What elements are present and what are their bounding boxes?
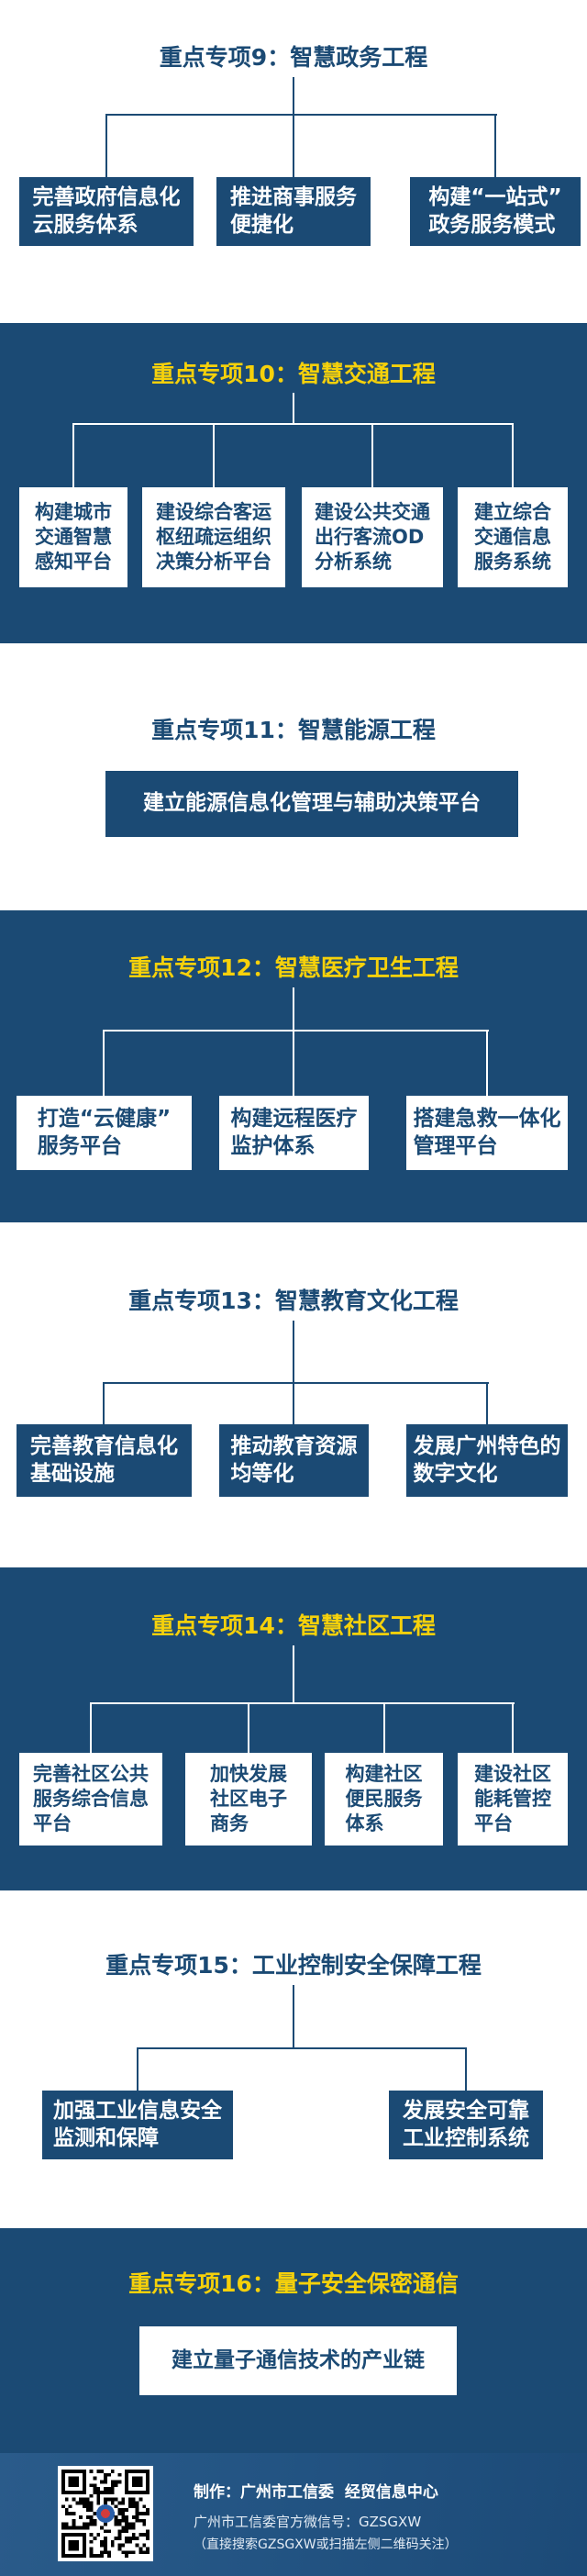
initiative-box: 发展广州特色的 数字文化 [406, 1424, 568, 1497]
initiative-box: 建设综合客运 枢纽疏运组织 决策分析平台 [142, 487, 285, 587]
connector-line [103, 1382, 489, 1384]
connector-line [137, 2047, 467, 2049]
initiative-box: 构建远程医疗 监护体系 [219, 1096, 369, 1170]
section-title: 重点专项13：智慧教育文化工程 [128, 1288, 459, 1314]
qr-code-frame [58, 2466, 153, 2561]
initiative-box: 建立能源信息化管理与辅助决策平台 [105, 771, 518, 837]
initiative-box: 构建“一站式” 政务服务模式 [410, 177, 581, 246]
connector-line [512, 1702, 514, 1753]
connector-line [90, 1702, 92, 1753]
connector-line [103, 1030, 489, 1032]
initiative-label: 完善教育信息化 基础设施 [30, 1434, 178, 1486]
section-title: 重点专项15：工业控制安全保障工程 [105, 1952, 482, 1979]
section-title: 重点专项10：智慧交通工程 [151, 361, 436, 387]
initiative-label: 搭建急救一体化 管理平台 [413, 1107, 561, 1158]
initiative-label: 推动教育资源 均等化 [230, 1434, 358, 1486]
producer-credit: 制作：广州市工信委 经贸信息中心 [194, 2483, 438, 2502]
connector-line [72, 423, 74, 487]
connector-line [293, 77, 294, 177]
connector-line [371, 423, 373, 487]
initiative-label: 建立能源信息化管理与辅助决策平台 [143, 791, 481, 816]
initiative-label: 发展广州特色的 数字文化 [413, 1434, 561, 1486]
initiative-box: 加强工业信息安全 监测和保障 [42, 2091, 233, 2159]
connector-line [494, 114, 496, 177]
connector-line [486, 1030, 488, 1096]
initiative-box: 打造“云健康” 服务平台 [17, 1096, 192, 1170]
initiative-box: 推进商事服务 便捷化 [216, 177, 371, 246]
wechat-account: 广州市工信委官方微信号：GZSGXW [194, 2514, 422, 2530]
connector-line [105, 114, 497, 116]
initiative-label: 构建远程医疗 监护体系 [230, 1107, 358, 1158]
initiative-label: 构建“一站式” 政务服务模式 [428, 185, 562, 237]
section-smart-community: 重点专项14：智慧社区工程 完善社区公共 服务综合信息 平台 加快发展 社区电子… [0, 1567, 587, 1890]
initiative-label: 构建城市 交通智慧 感知平台 [35, 501, 112, 573]
connector-line [213, 423, 215, 487]
connector-line [486, 1382, 488, 1424]
initiative-box: 推动教育资源 均等化 [219, 1424, 369, 1497]
connector-line [72, 423, 514, 425]
section-smart-education: 重点专项13：智慧教育文化工程 完善教育信息化 基础设施 推动教育资源 均等化 … [0, 1222, 587, 1567]
connector-line [512, 423, 514, 487]
initiative-box: 加快发展 社区电子 商务 [185, 1753, 312, 1846]
initiative-label: 完善政府信息化 云服务体系 [32, 185, 181, 237]
section-smart-transport: 重点专项10：智慧交通工程 构建城市 交通智慧 感知平台 建设综合客运 枢纽疏运… [0, 323, 587, 643]
follow-hint: （直接搜索GZSGXW或扫描左侧二维码关注） [194, 2537, 458, 2552]
initiative-label: 建设社区 能耗管控 平台 [474, 1763, 551, 1834]
connector-line [293, 987, 294, 1096]
section-title: 重点专项12：智慧医疗卫生工程 [128, 954, 459, 981]
initiative-box: 完善教育信息化 基础设施 [17, 1424, 192, 1497]
connector-line [293, 393, 294, 425]
initiative-label: 完善社区公共 服务综合信息 平台 [33, 1763, 149, 1834]
connector-line [90, 1702, 515, 1704]
section-title: 重点专项9：智慧政务工程 [159, 44, 428, 71]
initiative-box: 建立量子通信技术的产业链 [139, 2326, 457, 2395]
connector-line [465, 2047, 467, 2091]
initiative-label: 发展安全可靠 工业控制系统 [403, 2099, 529, 2150]
initiative-label: 推进商事服务 便捷化 [230, 185, 357, 237]
connector-line [105, 114, 107, 177]
connector-line [103, 1382, 105, 1424]
initiative-label: 构建社区 便民服务 体系 [345, 1763, 423, 1834]
section-industrial-control-security: 重点专项15：工业控制安全保障工程 加强工业信息安全 监测和保障 发展安全可靠 … [0, 1890, 587, 2228]
initiative-box: 完善政府信息化 云服务体系 [19, 177, 194, 246]
initiative-box: 搭建急救一体化 管理平台 [406, 1096, 568, 1170]
initiative-label: 打造“云健康” 服务平台 [37, 1107, 172, 1158]
section-title: 重点专项14：智慧社区工程 [151, 1612, 436, 1639]
initiative-label: 建立综合 交通信息 服务系统 [474, 501, 551, 573]
initiative-box: 完善社区公共 服务综合信息 平台 [19, 1753, 162, 1846]
initiative-label: 建设公共交通 出行客流OD 分析系统 [315, 501, 430, 573]
connector-line [293, 1321, 294, 1424]
section-smart-government: 重点专项9：智慧政务工程 完善政府信息化 云服务体系 推进商事服务 便捷化 构建… [0, 0, 587, 323]
initiative-box: 建立综合 交通信息 服务系统 [458, 487, 568, 587]
connector-line [293, 1985, 294, 2049]
connector-line [103, 1030, 105, 1096]
connector-line [248, 1702, 249, 1753]
section-title: 重点专项11：智慧能源工程 [151, 717, 436, 743]
initiative-box: 发展安全可靠 工业控制系统 [389, 2091, 543, 2159]
section-smart-healthcare: 重点专项12：智慧医疗卫生工程 打造“云健康” 服务平台 构建远程医疗 监护体系… [0, 910, 587, 1222]
section-title: 重点专项16：量子安全保密通信 [128, 2270, 459, 2297]
initiative-label: 加快发展 社区电子 商务 [210, 1763, 287, 1834]
section-smart-energy: 重点专项11：智慧能源工程 建立能源信息化管理与辅助决策平台 [0, 643, 587, 910]
connector-line [383, 1702, 385, 1753]
initiative-label: 加强工业信息安全 监测和保障 [53, 2099, 222, 2150]
connector-line [293, 1645, 294, 1704]
initiative-box: 构建社区 便民服务 体系 [325, 1753, 443, 1846]
initiative-box: 建设社区 能耗管控 平台 [458, 1753, 568, 1846]
initiative-label: 建立量子通信技术的产业链 [172, 2347, 425, 2372]
footer: 制作：广州市工信委 经贸信息中心 广州市工信委官方微信号：GZSGXW （直接搜… [0, 2453, 587, 2576]
initiative-box: 构建城市 交通智慧 感知平台 [19, 487, 127, 587]
initiative-box: 建设公共交通 出行客流OD 分析系统 [302, 487, 443, 587]
initiative-label: 建设综合客运 枢纽疏运组织 决策分析平台 [156, 501, 271, 573]
qr-code [61, 2470, 150, 2558]
section-quantum-communication: 重点专项16：量子安全保密通信 建立量子通信技术的产业链 [0, 2228, 587, 2453]
connector-line [137, 2047, 138, 2091]
